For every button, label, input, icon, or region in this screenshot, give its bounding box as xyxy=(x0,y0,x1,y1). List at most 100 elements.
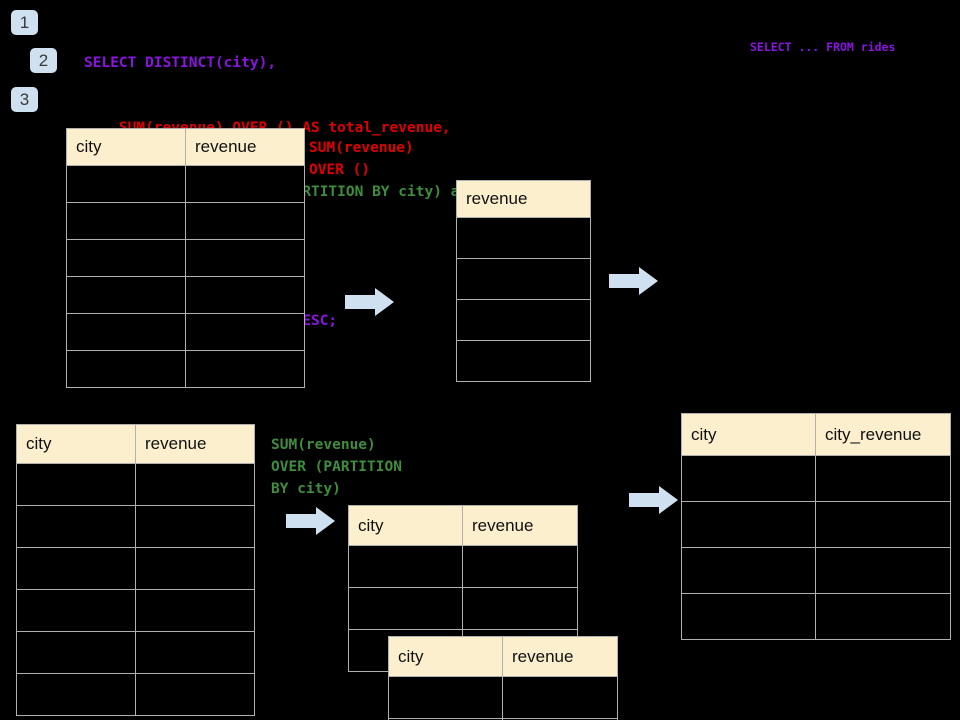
cell-revenue xyxy=(135,547,255,590)
table-row xyxy=(16,673,255,716)
cell-city-revenue xyxy=(815,455,951,502)
cell-city xyxy=(16,505,136,548)
cell-revenue xyxy=(185,313,305,351)
arrow-partition-to-result xyxy=(629,486,678,514)
annotation-total-revenue: SUM(revenue) OVER () xyxy=(309,140,414,178)
step-badge-1: 1 xyxy=(11,10,38,35)
table-result: city city_revenue xyxy=(681,413,951,640)
cell-city-revenue xyxy=(815,547,951,594)
column-header-city: city xyxy=(348,505,463,546)
cell-revenue xyxy=(456,217,591,259)
table-row xyxy=(388,676,618,719)
column-header-revenue: revenue xyxy=(185,128,305,166)
column-header-revenue: revenue xyxy=(456,180,591,218)
annotation-city-revenue: SUM(revenue) OVER (PARTITION BY city) xyxy=(271,437,402,497)
cell-city xyxy=(66,276,186,314)
cell-city-revenue xyxy=(815,501,951,548)
cell-city xyxy=(348,545,463,588)
table-row xyxy=(388,718,618,720)
cell-city xyxy=(681,455,816,502)
sql-side-note: SELECT ... FROM rides xyxy=(750,40,896,54)
table-row xyxy=(681,501,951,548)
column-header-revenue: revenue xyxy=(502,636,618,677)
column-header-city: city xyxy=(66,128,186,166)
cell-revenue xyxy=(135,505,255,548)
table-row xyxy=(66,276,305,314)
table-row xyxy=(681,547,951,594)
column-header-city: city xyxy=(16,424,136,464)
arrow-source-to-partition xyxy=(286,507,335,535)
table-header-row: city city_revenue xyxy=(681,413,951,456)
table-row xyxy=(16,547,255,590)
cell-city xyxy=(348,587,463,630)
table-row xyxy=(66,165,305,203)
table-row xyxy=(456,258,591,300)
table-row xyxy=(66,239,305,277)
table-row xyxy=(681,455,951,502)
table-row xyxy=(456,217,591,259)
table-partition-front: city revenue xyxy=(388,636,618,720)
cell-city xyxy=(16,631,136,674)
table-row xyxy=(456,299,591,341)
table-header-row: revenue xyxy=(456,180,591,218)
cell-revenue xyxy=(456,258,591,300)
table-header-row: city revenue xyxy=(66,128,305,166)
cell-city xyxy=(16,463,136,506)
table-header-row: city revenue xyxy=(348,505,578,546)
cell-city-revenue xyxy=(815,593,951,640)
step-badge-2: 2 xyxy=(30,48,57,73)
table-row xyxy=(681,593,951,640)
cell-city xyxy=(681,501,816,548)
cell-revenue xyxy=(462,587,578,630)
table-row xyxy=(66,350,305,388)
cell-revenue xyxy=(135,673,255,716)
cell-revenue xyxy=(456,340,591,382)
column-header-revenue: revenue xyxy=(462,505,578,546)
table-partition-back: city revenue xyxy=(348,505,578,672)
cell-city xyxy=(66,202,186,240)
cell-revenue xyxy=(185,165,305,203)
table-row xyxy=(16,631,255,674)
cell-revenue xyxy=(185,276,305,314)
table-row xyxy=(348,545,578,588)
table-header-row: city revenue xyxy=(16,424,255,464)
cell-city xyxy=(66,350,186,388)
cell-revenue xyxy=(185,202,305,240)
cell-revenue xyxy=(135,463,255,506)
cell-revenue xyxy=(462,545,578,588)
table-total-revenue: revenue xyxy=(456,180,591,382)
table-header-row: city revenue xyxy=(388,636,618,677)
table-row xyxy=(348,587,578,630)
cell-city xyxy=(16,547,136,590)
table-row xyxy=(66,313,305,351)
cell-revenue xyxy=(185,239,305,277)
cell-revenue xyxy=(185,350,305,388)
table-row xyxy=(66,202,305,240)
column-header-revenue: revenue xyxy=(135,424,255,464)
table-source-top: city revenue xyxy=(66,128,305,388)
cell-revenue xyxy=(135,631,255,674)
cell-city xyxy=(681,547,816,594)
column-header-city: city xyxy=(681,413,816,456)
step-badge-3: 3 xyxy=(11,87,38,112)
column-header-city: city xyxy=(388,636,503,677)
cell-revenue xyxy=(135,589,255,632)
cell-city xyxy=(66,165,186,203)
table-row xyxy=(16,463,255,506)
arrow-total-to-result xyxy=(609,267,658,295)
sql-line-1: SELECT DISTINCT(city), xyxy=(84,55,277,71)
cell-revenue xyxy=(456,299,591,341)
column-header-city-revenue: city_revenue xyxy=(815,413,951,456)
table-row xyxy=(16,589,255,632)
cell-revenue xyxy=(502,676,618,719)
cell-city xyxy=(16,589,136,632)
cell-city xyxy=(66,313,186,351)
arrow-source-to-total xyxy=(345,288,394,316)
cell-city xyxy=(66,239,186,277)
cell-city xyxy=(681,593,816,640)
cell-city xyxy=(388,676,503,719)
cell-revenue xyxy=(502,718,618,720)
cell-city xyxy=(16,673,136,716)
table-row xyxy=(16,505,255,548)
